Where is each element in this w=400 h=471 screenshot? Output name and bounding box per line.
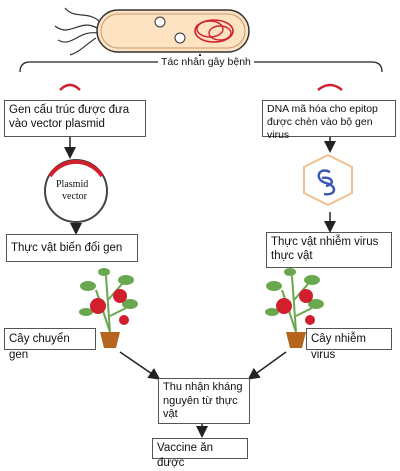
plasmid-illustration	[44, 159, 108, 223]
plasmid-label-line1: Plasmid	[56, 179, 89, 190]
transgenic-plant-illustration	[79, 268, 138, 348]
pathogen-illustration	[54, 7, 250, 56]
diagram-canvas	[19, 7, 383, 438]
right-step-2-box: Thực vật nhiễm virus thực vật	[266, 232, 392, 268]
merge-box: Thu nhận kháng nguyên từ thực vật	[158, 378, 250, 424]
arrow	[119, 351, 161, 380]
final-box: Vaccine ăn được	[152, 438, 248, 469]
plasmid-label-line2: vector	[62, 191, 87, 202]
right-step-1-box: DNA mã hóa cho epitop được chèn vào bộ g…	[262, 100, 396, 141]
left-step-1-box: Gen cấu trúc được đưa vào vector plasmid	[4, 100, 146, 137]
gene-fragment-left	[59, 83, 81, 91]
infected-plant-illustration	[265, 268, 324, 348]
left-step-2-box: Thực vật biến đổi gen	[6, 234, 138, 262]
virus-illustration	[303, 153, 353, 207]
right-plant-label-box: Cây nhiễm virus	[306, 328, 392, 361]
left-plant-label-box: Cây chuyển gen	[4, 328, 96, 361]
pathogen-label: Tác nhân gây bệnh	[158, 56, 254, 68]
brace	[19, 53, 383, 73]
gene-fragment-right	[317, 83, 343, 91]
arrow	[247, 351, 287, 380]
